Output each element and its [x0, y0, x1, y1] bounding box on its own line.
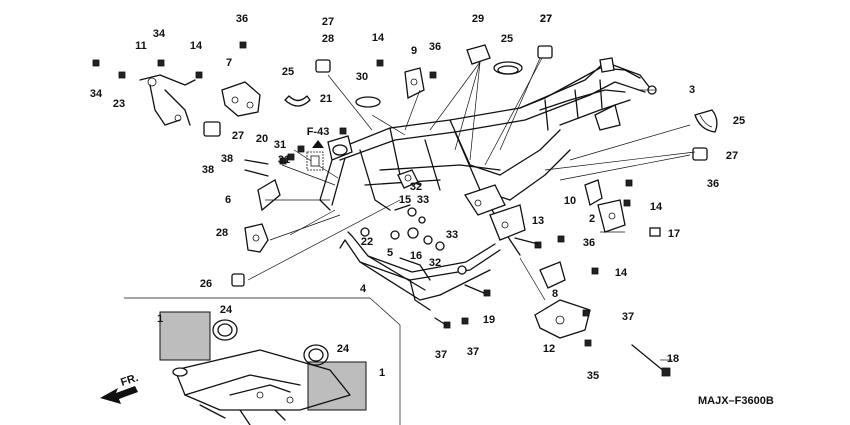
callout-27c: 27 — [540, 13, 552, 25]
bracket-10 — [584, 179, 603, 206]
callout-16: 16 — [410, 250, 422, 262]
callout-27d: 27 — [726, 150, 738, 162]
band-30 — [355, 96, 381, 108]
callout-1a: 1 — [157, 313, 163, 325]
callout-12: 12 — [543, 343, 555, 355]
callout-25a: 25 — [282, 66, 294, 78]
callout-8: 8 — [552, 288, 558, 300]
bracket-12 — [534, 299, 591, 339]
callout-33a: 33 — [417, 194, 429, 206]
main-frame — [319, 57, 651, 256]
callout-31a: 31 — [278, 154, 290, 166]
callout-19: 19 — [483, 314, 495, 326]
callout-37b: 37 — [435, 349, 447, 361]
callout-38a: 38 — [221, 153, 233, 165]
leader-lines — [124, 57, 696, 425]
callout-37c: 37 — [467, 346, 479, 358]
direction-label: FR. — [119, 372, 140, 389]
callout-5: 5 — [387, 247, 393, 259]
bracket-9 — [404, 67, 425, 99]
callout-25c: 25 — [733, 115, 745, 127]
callout-23: 23 — [113, 98, 125, 110]
callout-35: 35 — [587, 370, 599, 382]
clamp-29 — [466, 44, 491, 65]
callout-25b: 25 — [501, 33, 513, 45]
callout-14a: 14 — [190, 40, 203, 52]
clip-27 — [203, 45, 708, 287]
inset-view — [159, 311, 367, 425]
callout-34b: 34 — [90, 88, 103, 100]
callout-2: 2 — [589, 213, 595, 225]
callout-4: 4 — [360, 283, 367, 295]
lower-cradle — [339, 231, 501, 311]
callout-14c: 14 — [650, 201, 663, 213]
callout-29: 29 — [472, 13, 484, 25]
callout-13: 13 — [532, 215, 544, 227]
callout-38b: 38 — [202, 164, 214, 176]
callout-24a: 24 — [220, 304, 233, 316]
plug-17 — [649, 227, 661, 237]
bracket-8 — [539, 261, 566, 289]
bolt-18 — [631, 344, 671, 377]
callout-37a: 37 — [622, 311, 634, 323]
reference-f43: F-43 — [307, 126, 330, 138]
callout-14d: 14 — [615, 267, 628, 279]
callout-33b: 33 — [446, 229, 458, 241]
callout-7: 7 — [226, 57, 232, 69]
callout-27e: 27 — [540, 13, 552, 25]
callout-labels: 1 1 2 3 4 5 6 7 8 9 10 11 12 13 14 14 14… — [90, 13, 745, 389]
callout-3: 3 — [689, 84, 695, 96]
callout-17: 17 — [668, 228, 680, 240]
callout-27b: 27 — [322, 16, 334, 28]
plate-1-right — [307, 361, 367, 411]
bracket-28 — [244, 223, 269, 253]
clamp-25-right — [694, 109, 718, 133]
callout-24b: 24 — [337, 343, 350, 355]
bracket-7 — [221, 81, 261, 117]
callout-9: 9 — [411, 45, 417, 57]
callout-18: 18 — [667, 353, 679, 365]
callout-28a: 28 — [322, 33, 334, 45]
callout-36b: 36 — [429, 41, 441, 53]
callout-36c: 36 — [707, 178, 719, 190]
callout-28b: 28 — [216, 227, 228, 239]
bracket-11 — [139, 74, 196, 126]
callout-1b: 1 — [379, 367, 385, 379]
callout-30: 30 — [356, 71, 368, 83]
callout-14b: 14 — [372, 32, 385, 44]
callout-31b: 31 — [274, 139, 286, 151]
callout-32a: 32 — [410, 181, 422, 193]
callout-26: 26 — [200, 278, 212, 290]
callout-36a: 36 — [236, 13, 248, 25]
callout-36d: 36 — [583, 237, 595, 249]
f43-reference — [306, 140, 324, 171]
bolts — [92, 41, 633, 347]
plate-1-left — [159, 311, 211, 361]
callout-15: 15 — [399, 194, 411, 206]
drawing-code: MAJX–F3600B — [698, 395, 774, 407]
callout-22: 22 — [361, 236, 373, 248]
front-direction-arrow — [100, 386, 138, 404]
callout-34a: 34 — [153, 28, 166, 40]
callout-6: 6 — [225, 194, 231, 206]
clamp-25-top — [493, 61, 523, 75]
bracket-6 — [257, 179, 281, 212]
callout-10: 10 — [564, 195, 576, 207]
callout-20: 20 — [256, 133, 268, 145]
callout-27a: 27 — [232, 130, 244, 142]
bracket-2 — [597, 199, 626, 233]
callout-21: 21 — [320, 93, 332, 105]
callout-32b: 32 — [429, 257, 441, 269]
callout-11: 11 — [135, 40, 147, 52]
clamp-25-left — [284, 95, 311, 107]
